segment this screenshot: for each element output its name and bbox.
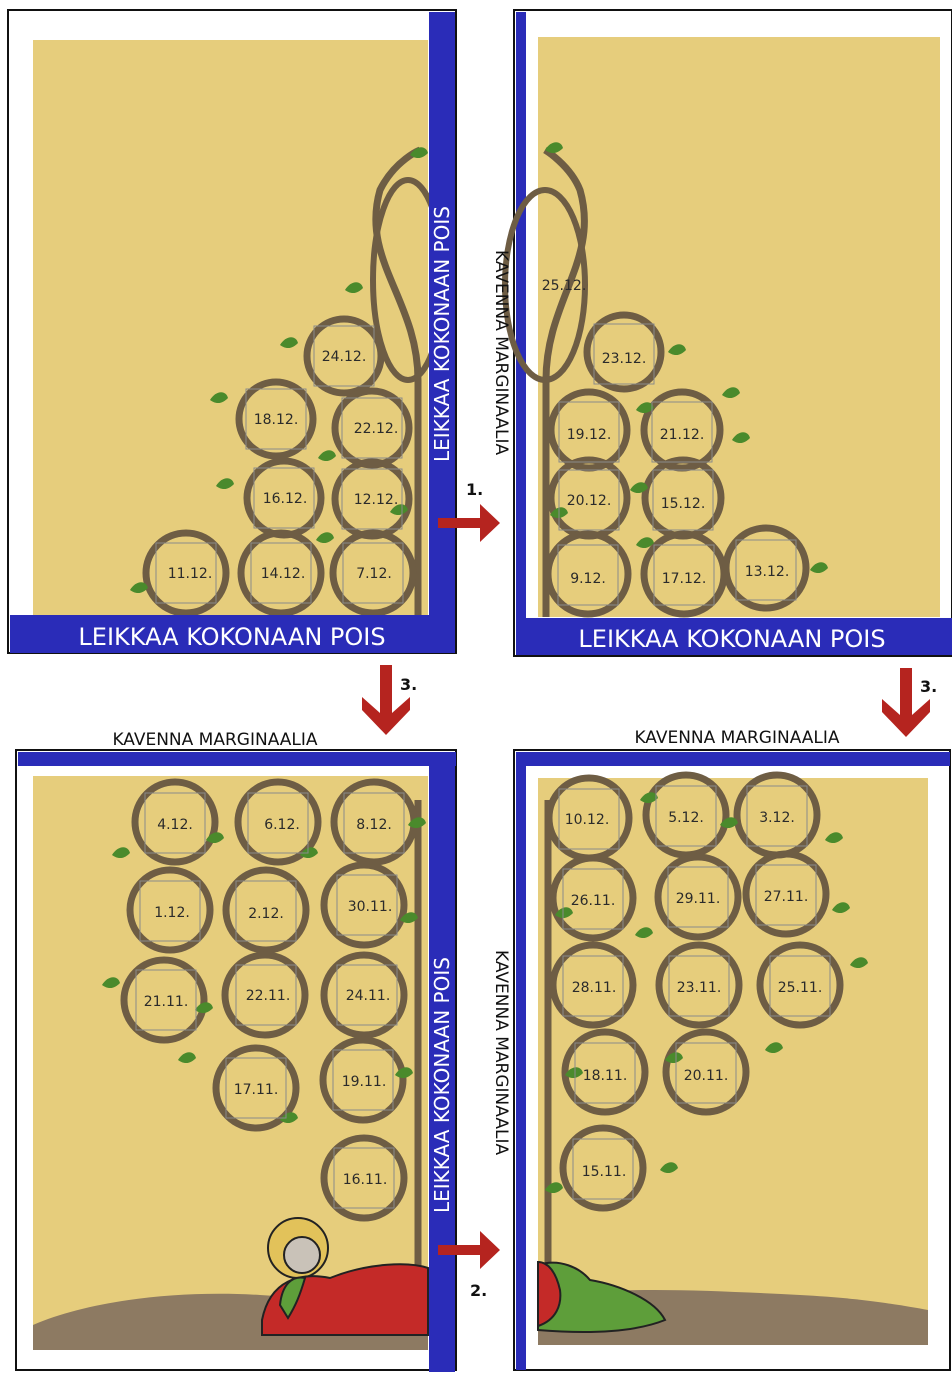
date-label: 20.11. — [684, 1068, 729, 1084]
cut-band-left — [516, 752, 526, 1370]
cut-band-top — [516, 752, 950, 766]
date-label: 16.12. — [263, 491, 308, 507]
date-label: 15.12. — [661, 496, 706, 512]
date-label: 23.11. — [677, 980, 722, 996]
narrow-margin-label: KAVENNA MARGINAALIA — [112, 730, 317, 750]
date-label: 12.12. — [354, 492, 399, 508]
date-label: 19.11. — [342, 1074, 387, 1090]
date-label: 16.11. — [343, 1172, 388, 1188]
date-label: 23.12. — [602, 351, 647, 367]
cut-off-label: LEIKKAA KOKONAAN POIS — [78, 623, 385, 651]
date-label: 10.12. — [565, 812, 610, 828]
date-label: 25.12. — [542, 278, 587, 294]
step-3-arrow-left: 3. — [362, 665, 417, 735]
narrow-margin-label-vertical: KAVENNA MARGINAALIA — [491, 950, 511, 1155]
step-3-arrow-right: 3. — [882, 668, 937, 737]
date-label: 18.11. — [583, 1068, 628, 1084]
date-label: 25.11. — [778, 980, 823, 996]
cut-off-label-vertical: LEIKKAA KOKONAAN POIS — [430, 206, 454, 462]
date-label: 15.11. — [582, 1164, 627, 1180]
date-label: 20.12. — [567, 493, 612, 509]
step-number: 3. — [400, 675, 417, 694]
date-label: 17.12. — [662, 571, 707, 587]
date-label: 28.11. — [572, 980, 617, 996]
date-label: 18.12. — [254, 412, 299, 428]
date-label: 21.12. — [660, 427, 705, 443]
cut-off-label: LEIKKAA KOKONAAN POIS — [578, 625, 885, 653]
panel-top-left: 24.12. 18.12. 22.12. 16.12. 12.12. 11.12… — [8, 10, 456, 653]
date-label: 17.11. — [234, 1082, 279, 1098]
date-label: 22.11. — [246, 988, 291, 1004]
date-label: 24.11. — [346, 988, 391, 1004]
cut-off-label-vertical: LEIKKAA KOKONAAN POIS — [430, 957, 454, 1213]
cut-band-left — [516, 12, 526, 652]
narrow-margin-label: KAVENNA MARGINAALIA — [634, 728, 839, 748]
date-label: 6.12. — [264, 817, 300, 833]
date-label: 24.12. — [322, 349, 367, 365]
date-label: 2.12. — [248, 906, 284, 922]
date-label: 7.12. — [356, 566, 392, 582]
panel-paper — [538, 778, 928, 1345]
date-label: 14.12. — [261, 566, 306, 582]
date-label: 30.11. — [348, 899, 393, 915]
date-label: 11.12. — [168, 566, 213, 582]
date-label: 22.12. — [354, 421, 399, 437]
date-label: 5.12. — [668, 810, 704, 826]
cut-band-top — [18, 752, 456, 766]
date-label: 19.12. — [567, 427, 612, 443]
date-label: 26.11. — [571, 893, 616, 909]
panel-bottom-left: 4.12. 6.12. 8.12. 1.12. 2.12. 30.11. 21.… — [16, 750, 456, 1372]
step-number: 3. — [920, 677, 937, 696]
head — [284, 1237, 320, 1273]
step-number: 1. — [466, 480, 483, 499]
panel-bottom-right: 10.12. 5.12. 3.12. 26.11. 29.11. 27.11. … — [514, 750, 950, 1370]
date-label: 8.12. — [356, 817, 392, 833]
date-label: 3.12. — [759, 810, 795, 826]
date-label: 21.11. — [144, 994, 189, 1010]
date-label: 27.11. — [764, 889, 809, 905]
date-label: 29.11. — [676, 891, 721, 907]
step-number: 2. — [470, 1281, 487, 1300]
panel-top-right: 25.12. 23.12. 19.12. 21.12. 20.12. 15.12… — [505, 10, 952, 656]
date-label: 13.12. — [745, 564, 790, 580]
narrow-margin-label-vertical: KAVENNA MARGINAALIA — [491, 250, 511, 455]
date-label: 4.12. — [157, 817, 193, 833]
date-label: 1.12. — [154, 905, 190, 921]
date-label: 9.12. — [570, 571, 606, 587]
